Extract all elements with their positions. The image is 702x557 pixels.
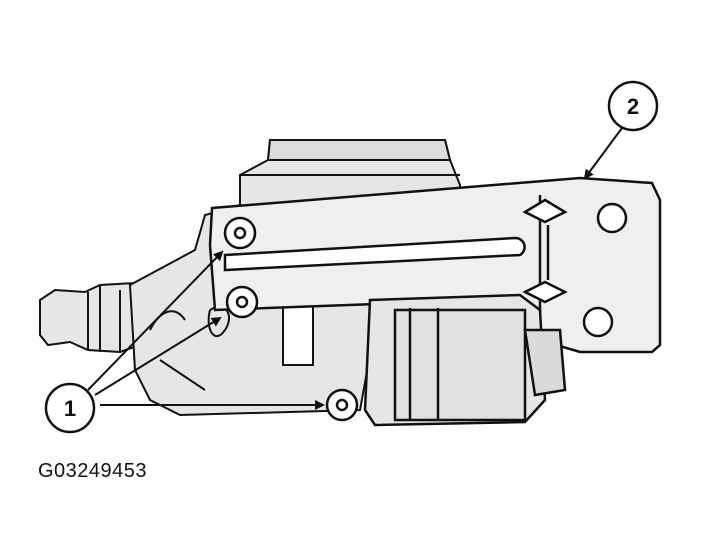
mounting-bolt [325,388,359,422]
callout-1: 1 [44,382,96,434]
left-connector [39,281,141,354]
callout-1-leaders [87,250,325,410]
callout-1-number: 1 [64,396,76,421]
mounting-bolt [225,285,259,319]
actuator-block [363,293,567,427]
callout-2-leader [583,127,623,180]
figure-id-label: G03249453 [38,460,148,482]
bracket-hole-lower [582,306,614,338]
callout-2: 2 [607,80,659,132]
bracket-hole-upper [596,202,628,234]
bracket [208,176,662,354]
callout-2-number: 2 [627,94,639,119]
mounting-bolt [223,216,257,250]
